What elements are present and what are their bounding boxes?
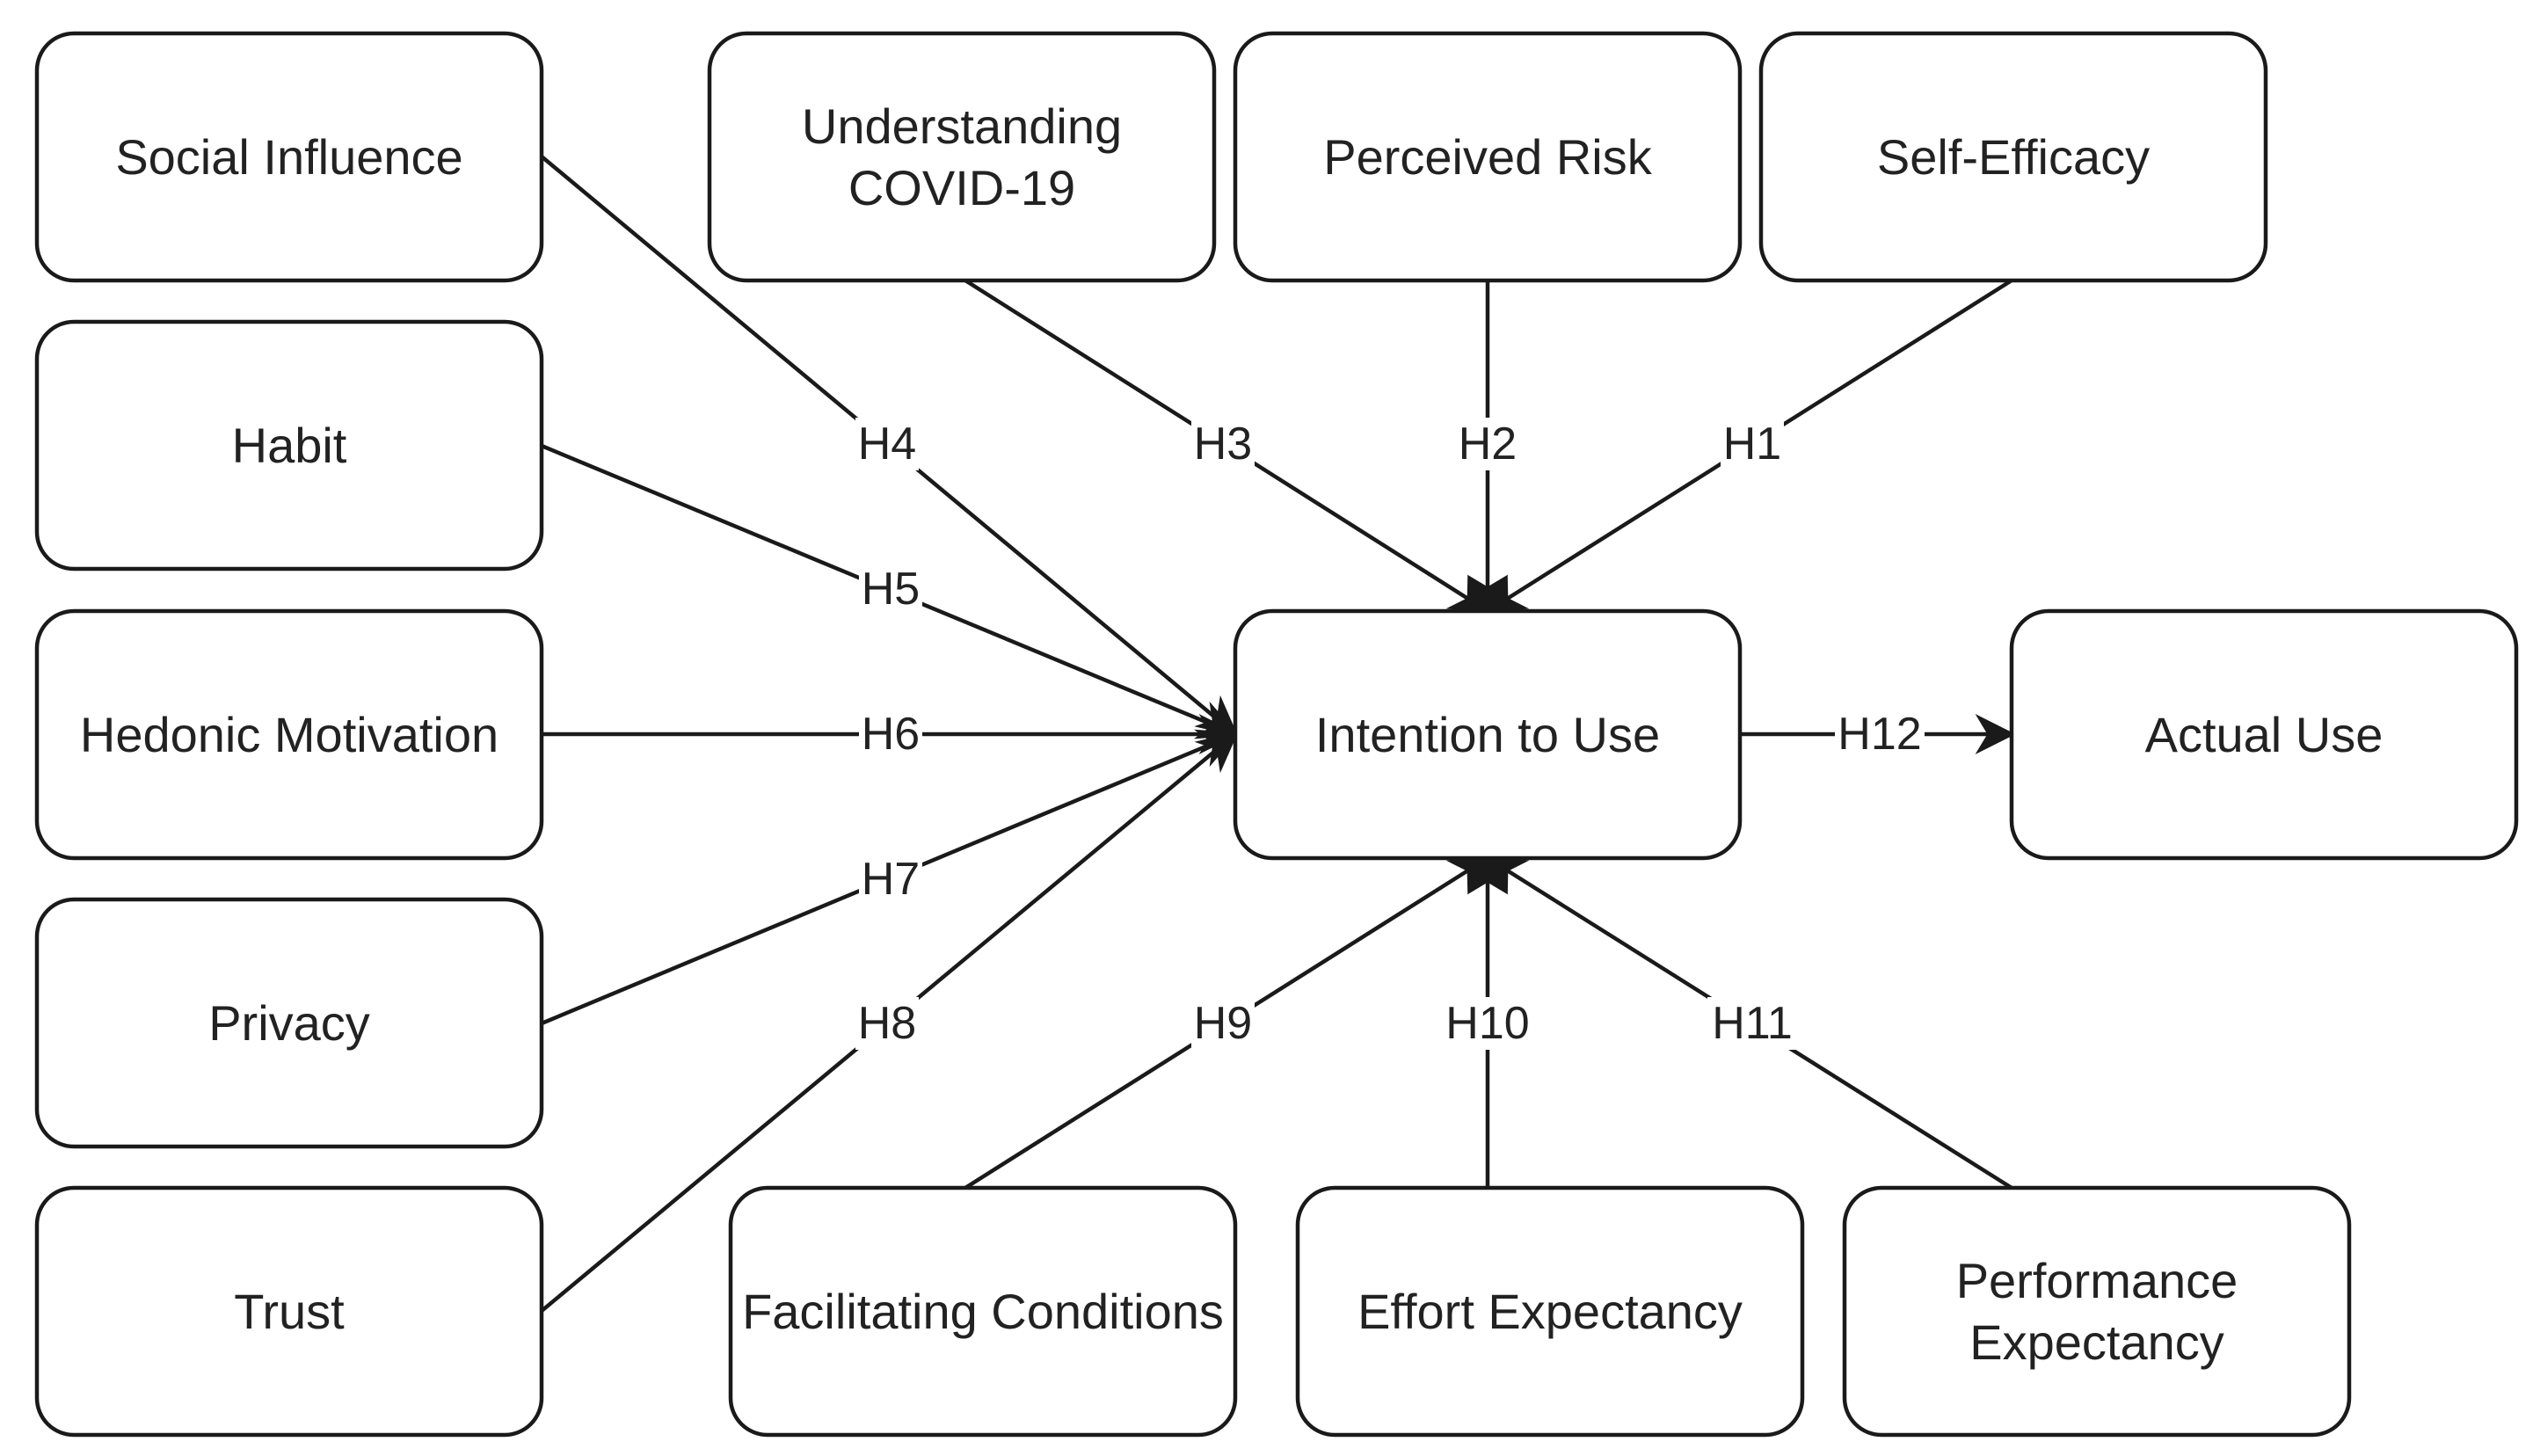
edge-label-background [1191,418,1255,470]
edge-label-h5: H5 [859,563,922,615]
node-trust: Trust [34,1185,544,1438]
node-box [2009,608,2519,861]
node-box [34,1185,544,1438]
edge-label-background [855,997,919,1050]
node-hedonic-motivation: Hedonic Motivation [34,608,544,861]
edge-label-text: H2 [1459,419,1517,470]
node-box [1233,608,1743,861]
edge-label-background [859,708,922,761]
node-actual-use: Actual Use [2009,608,2519,861]
node-intention-to-use: Intention to Use [1233,608,1743,861]
edge-label-background [1707,997,1797,1050]
node-social-influence: Social Influence [34,31,544,283]
edge-label-text: H1 [1723,419,1781,470]
node-label: Understanding [802,98,1122,154]
edge-label-background [859,853,922,906]
node-label: Actual Use [2145,707,2384,762]
node-box [34,897,544,1149]
node-label: Hedonic Motivation [80,707,499,762]
node-box [707,31,1217,283]
edge-label-h2: H2 [1456,418,1519,470]
edge-label-text: H7 [862,854,920,905]
node-label: COVID-19 [848,160,1075,215]
edge-label-h10: H10 [1443,997,1532,1050]
edge-label-h12: H12 [1835,708,1925,761]
node-effort-expectancy: Effort Expectancy [1295,1185,1805,1438]
edge-label-h6: H6 [859,708,922,761]
node-self-efficacy: Self-Efficacy [1758,31,2268,283]
node-label: Habit [232,418,347,473]
node-label: Facilitating Conditions [742,1284,1224,1339]
edge-label-background [1835,708,1925,761]
edge-label-text: H3 [1194,419,1252,470]
edge-label-text: H5 [862,564,920,615]
node-box [1233,31,1743,283]
edge-label-background [1456,418,1519,470]
node-box [34,31,544,283]
node-label: Perceived Risk [1323,129,1652,185]
edge-label-h8: H8 [855,997,919,1050]
node-box [34,608,544,861]
node-box [728,1185,1238,1438]
edge-label-background [1443,997,1532,1050]
edge-label-background [1721,418,1784,470]
node-label: Performance [1956,1253,2238,1308]
edge-label-h7: H7 [859,853,922,906]
node-label: Expectancy [1969,1314,2224,1370]
edge-label-background [859,563,922,615]
edge-label-text: H4 [858,419,916,470]
node-box [34,319,544,571]
node-box [1842,1185,2352,1438]
edge-label-text: H12 [1838,709,1921,760]
edge-label-h4: H4 [855,418,919,470]
node-facilitating-conditions: Facilitating Conditions [728,1185,1238,1438]
edge-label-text: H11 [1712,998,1793,1049]
node-habit: Habit [34,319,544,571]
edge-label-text: H6 [862,709,920,760]
node-box [1758,31,2268,283]
edge-label-h3: H3 [1191,418,1255,470]
edge-label-h11: H11 [1707,997,1797,1050]
edge-label-background [1191,997,1255,1050]
edge-label-h1: H1 [1721,418,1784,470]
node-label: Social Influence [115,129,462,185]
edge-label-text: H9 [1194,998,1252,1049]
node-perceived-risk: Perceived Risk [1233,31,1743,283]
edge-label-text: H10 [1445,998,1529,1049]
node-label: Privacy [208,995,370,1051]
node-label: Self-Efficacy [1877,129,2150,185]
edge-label-text: H8 [858,998,916,1049]
edge-label-background [855,418,919,470]
node-label: Effort Expectancy [1357,1284,1743,1339]
node-box [1295,1185,1805,1438]
node-label: Intention to Use [1315,707,1660,762]
node-label: Trust [234,1284,345,1339]
edge-label-h9: H9 [1191,997,1255,1050]
node-privacy: Privacy [34,897,544,1149]
